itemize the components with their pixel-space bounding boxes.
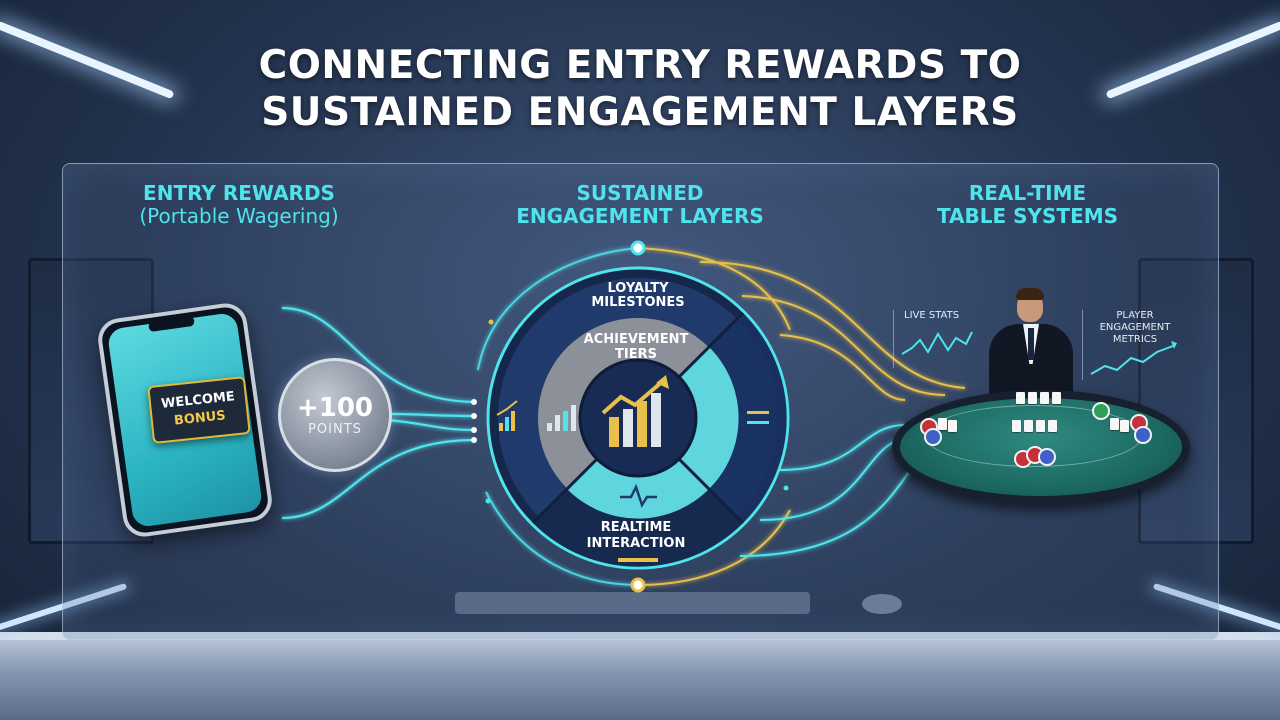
page-title: CONNECTING ENTRY REWARDS TO SUSTAINED EN… xyxy=(0,42,1280,136)
card xyxy=(1036,420,1045,432)
engagement-layers-wheel: LOYALTY MILESTONES ACHIEVEMENT TIERS REA… xyxy=(486,266,790,570)
gold-flow-lines xyxy=(637,247,966,586)
outer-cyan-arcs xyxy=(477,247,639,586)
chip-stack xyxy=(1038,448,1056,466)
achievement-label-line2: TIERS xyxy=(615,347,657,362)
player-metrics-label: PLAYER ENGAGEMENT METRICS xyxy=(1099,310,1171,345)
dealer-figure xyxy=(987,286,1075,400)
card xyxy=(938,418,947,430)
live-stats-wave-icon xyxy=(901,331,973,355)
points-value: +100 xyxy=(296,392,374,423)
live-stats-label: LIVE STATS xyxy=(904,310,960,321)
card xyxy=(1016,392,1025,404)
card xyxy=(1120,420,1129,432)
realtime-table-heading: REAL-TIME TABLE SYSTEMS xyxy=(936,181,1119,228)
card xyxy=(1048,420,1057,432)
flow-nodes xyxy=(471,240,789,593)
welcome-bonus-badge: WELCOME BONUS xyxy=(147,376,251,444)
keyboard xyxy=(455,592,810,614)
interaction-progress-icon xyxy=(618,558,658,562)
loyalty-label-line1: LOYALTY xyxy=(607,281,669,296)
desk xyxy=(0,640,1280,720)
card xyxy=(1052,392,1061,404)
card xyxy=(1024,420,1033,432)
realtime-label-line1: REALTIME xyxy=(601,520,672,535)
realtime-label-line2: INTERACTION xyxy=(587,536,686,551)
points-label: POINTS xyxy=(308,421,362,437)
dealer-hair xyxy=(1016,288,1044,300)
mouse xyxy=(862,594,902,614)
points-coin: +100 POINTS xyxy=(278,358,392,472)
entry-flow-lines xyxy=(281,306,475,520)
desk-edge xyxy=(0,632,1280,642)
entry-rewards-subheading: (Portable Wagering) xyxy=(139,204,339,228)
entry-rewards-heading: ENTRY REWARDS (Portable Wagering) xyxy=(104,182,374,228)
title-line-1: CONNECTING ENTRY REWARDS TO xyxy=(258,43,1022,88)
sustained-engagement-heading: SUSTAINED ENGAGEMENT LAYERS xyxy=(516,181,764,228)
background-monitor-right xyxy=(1138,258,1254,544)
pulse-icon xyxy=(620,483,657,508)
chip-stack xyxy=(924,428,942,446)
loyalty-label-line2: MILESTONES xyxy=(591,295,684,310)
chip-stack xyxy=(1134,426,1152,444)
card xyxy=(1110,418,1119,430)
achievement-label-line1: ACHIEVEMENT xyxy=(584,332,689,347)
player-engagement-metrics-panel: PLAYER ENGAGEMENT METRICS xyxy=(1082,310,1183,380)
dealer-tie xyxy=(1028,328,1034,360)
player-metrics-trend-icon xyxy=(1090,341,1177,375)
card xyxy=(1012,420,1021,432)
bar-chart-icon xyxy=(547,405,576,431)
trend-up-icon xyxy=(601,375,669,447)
bar-chart-icon-outer xyxy=(496,400,518,431)
live-stats-panel: LIVE STATS xyxy=(893,310,978,368)
progress-bar-icon xyxy=(747,411,769,424)
chip-stack xyxy=(1092,402,1110,420)
card xyxy=(1040,392,1049,404)
card xyxy=(1028,392,1037,404)
title-line-2: SUSTAINED ENGAGEMENT LAYERS xyxy=(261,90,1019,135)
card xyxy=(948,420,957,432)
